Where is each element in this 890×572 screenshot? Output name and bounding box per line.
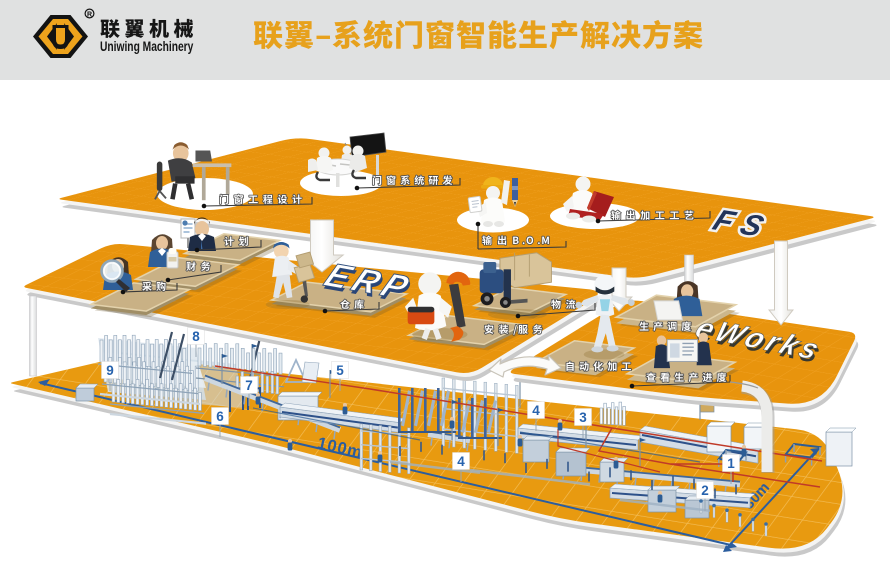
svg-text:9: 9 xyxy=(106,363,114,378)
svg-text:Uniwing Machinery: Uniwing Machinery xyxy=(100,39,194,55)
svg-text:4: 4 xyxy=(532,403,540,418)
svg-text:3: 3 xyxy=(579,410,587,425)
svg-text:6: 6 xyxy=(216,409,224,424)
svg-text:7: 7 xyxy=(245,378,253,393)
svg-text:5: 5 xyxy=(336,363,344,378)
svg-text:4: 4 xyxy=(457,454,465,469)
svg-text:R: R xyxy=(87,12,92,19)
svg-text:8: 8 xyxy=(192,329,200,344)
svg-text:2: 2 xyxy=(701,483,709,498)
svg-text:1: 1 xyxy=(727,456,735,471)
